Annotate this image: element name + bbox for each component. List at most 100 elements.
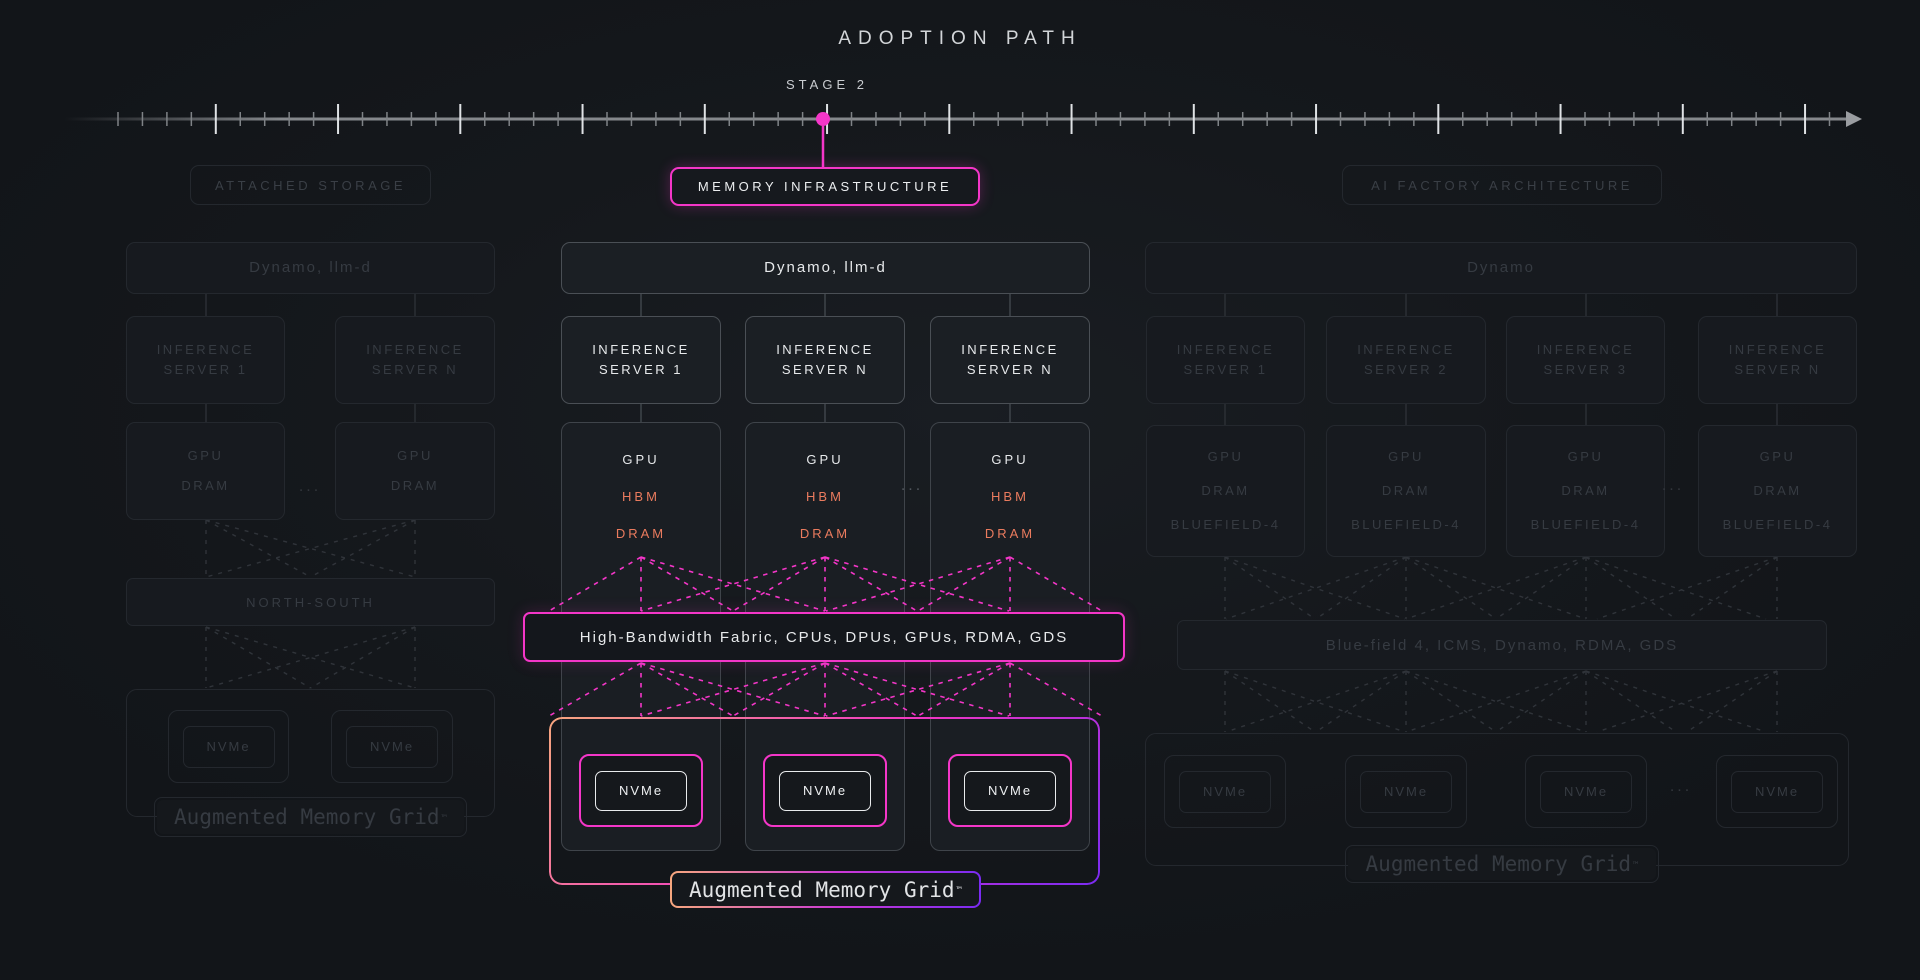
panel-header-attached-storage[interactable]: ATTACHED STORAGE	[190, 165, 431, 205]
fabric-mesh-line	[1315, 556, 1407, 620]
fabric-mesh-line	[825, 556, 1011, 612]
nvme-label: NVMe	[1731, 770, 1823, 813]
nvme-module: NVMe	[1164, 755, 1286, 828]
fabric-mesh-line	[205, 519, 311, 578]
nvme-label: NVMe	[964, 770, 1056, 811]
nvme-module: NVMe	[579, 754, 703, 827]
nvme-module: NVMe	[331, 710, 453, 783]
gpu-label: GPU	[1207, 449, 1244, 465]
dram-label: DRAM	[1753, 483, 1802, 499]
panel-header-ai-factory[interactable]: AI FACTORY ARCHITECTURE	[1342, 165, 1662, 205]
gpu-label: GPU	[1388, 449, 1424, 465]
fabric-mesh-line	[1225, 670, 1407, 733]
fabric-mesh-line	[548, 556, 642, 612]
nvme-module: NVMe	[763, 754, 887, 827]
fabric-mesh-line	[1405, 670, 1497, 733]
dram-label: DRAM	[1381, 483, 1431, 499]
orchestrator-box: Dynamo	[1145, 242, 1857, 294]
fabric-mesh-line	[917, 556, 1011, 612]
nvme-label: NVMe	[1540, 770, 1632, 813]
fabric-mesh-line	[917, 662, 1011, 717]
inference-server-box: INFERENCE SERVER 2	[1326, 316, 1486, 404]
nvme-label: NVMe	[182, 725, 275, 768]
bluefield-label: BLUEFIELD-4	[1722, 516, 1833, 532]
dram-label: DRAM	[1561, 483, 1610, 499]
inference-server-box: INFERENCE SERVER 3	[1506, 316, 1665, 404]
ellipsis: ...	[1661, 477, 1685, 494]
hbm-label: HBM	[991, 489, 1029, 504]
page-title: ADOPTION PATH	[838, 28, 1082, 49]
inference-server-box: INFERENCE SERVER 1	[126, 316, 285, 404]
fabric-mesh-line	[824, 662, 1010, 717]
orchestrator-box: Dynamo, llm-d	[126, 242, 495, 294]
inference-server-box: INFERENCE SERVER 1	[561, 316, 721, 404]
stage-label: STAGE 2	[786, 77, 868, 92]
nvme-label: NVMe	[346, 725, 438, 768]
fabric-mesh-line	[732, 662, 826, 717]
gpu-label: GPU	[806, 452, 844, 467]
inference-server-box: INFERENCE SERVER N	[1698, 316, 1857, 404]
fabric-mesh-line	[205, 626, 311, 689]
fabric-mesh-line	[310, 626, 416, 689]
hbm-label: HBM	[622, 489, 660, 504]
fabric-mesh-line	[1585, 670, 1767, 733]
fabric-mesh-line	[1224, 670, 1316, 733]
grid-label-text: Augmented Memory Grid	[174, 805, 440, 829]
fabric-mesh-line	[640, 556, 826, 612]
gpu-label: GPU	[1567, 449, 1604, 465]
fabric-mesh-line	[825, 662, 1011, 717]
nvme-module: NVMe	[168, 710, 289, 783]
stage-marker-dot[interactable]	[816, 112, 830, 126]
nvme-module: NVMe	[1525, 755, 1647, 828]
stage-badge[interactable]: MEMORY INFRASTRUCTURE	[670, 167, 980, 206]
fabric-mesh-line	[1495, 556, 1587, 620]
fabric-mesh-line	[1405, 556, 1587, 620]
inference-server-box: INFERENCE SERVER N	[930, 316, 1090, 404]
fabric-mesh-line	[205, 519, 416, 578]
gpu-memory-box: GPU DRAM	[335, 422, 495, 520]
fabric-mesh-line	[1224, 670, 1406, 733]
hbm-label: HBM	[806, 489, 844, 504]
fabric-mesh-line	[640, 662, 734, 717]
nvme-label: NVMe	[1179, 770, 1271, 813]
fabric-mesh-line	[824, 556, 918, 612]
fabric-mesh-line	[732, 556, 826, 612]
dram-label: DRAM	[1201, 483, 1250, 499]
fabric-mesh-line	[205, 626, 416, 689]
gpu-label: GPU	[1759, 449, 1796, 465]
fabric-mesh-line	[1596, 556, 1778, 620]
nvme-label: NVMe	[1360, 770, 1452, 813]
fabric-mesh-line	[1405, 556, 1587, 620]
dram-label: DRAM	[181, 478, 230, 493]
fabric-mesh-line	[640, 556, 826, 612]
fabric-mesh-line	[205, 626, 416, 689]
grid-label-text: Augmented Memory Grid	[689, 877, 955, 902]
fabric-mesh-line	[1009, 662, 1103, 717]
gpu-label: GPU	[187, 447, 224, 463]
fabric-mesh-line	[1405, 556, 1497, 620]
nvme-label: NVMe	[779, 770, 871, 811]
fabric-mesh-line	[1224, 556, 1406, 620]
fabric-mesh-line	[1009, 556, 1103, 612]
ellipsis: ...	[298, 478, 322, 495]
fabric-mesh-line	[1405, 670, 1587, 733]
nvme-module: NVMe	[1345, 755, 1467, 828]
fabric-mesh-line	[824, 556, 1010, 612]
nvme-module: NVMe	[1716, 755, 1838, 828]
dram-label: DRAM	[390, 478, 440, 493]
fabric-mesh-line	[1495, 670, 1587, 733]
fabric-mesh-line	[1405, 670, 1587, 733]
bluefield-label: BLUEFIELD-4	[1351, 516, 1461, 532]
fabric-mesh-line	[1686, 556, 1778, 620]
fabric-box-bluefield: Blue-field 4, ICMS, Dynamo, RDMA, GDS	[1177, 620, 1827, 670]
fabric-mesh-line	[640, 556, 734, 612]
dram-label: DRAM	[615, 526, 667, 541]
fabric-mesh-line	[1596, 670, 1778, 733]
fabric-mesh-line	[824, 662, 918, 717]
gpu-label: GPU	[622, 452, 660, 467]
trademark-mark: ™	[1633, 860, 1639, 871]
fabric-mesh-line	[640, 662, 826, 717]
fabric-mesh-line	[1686, 670, 1778, 733]
